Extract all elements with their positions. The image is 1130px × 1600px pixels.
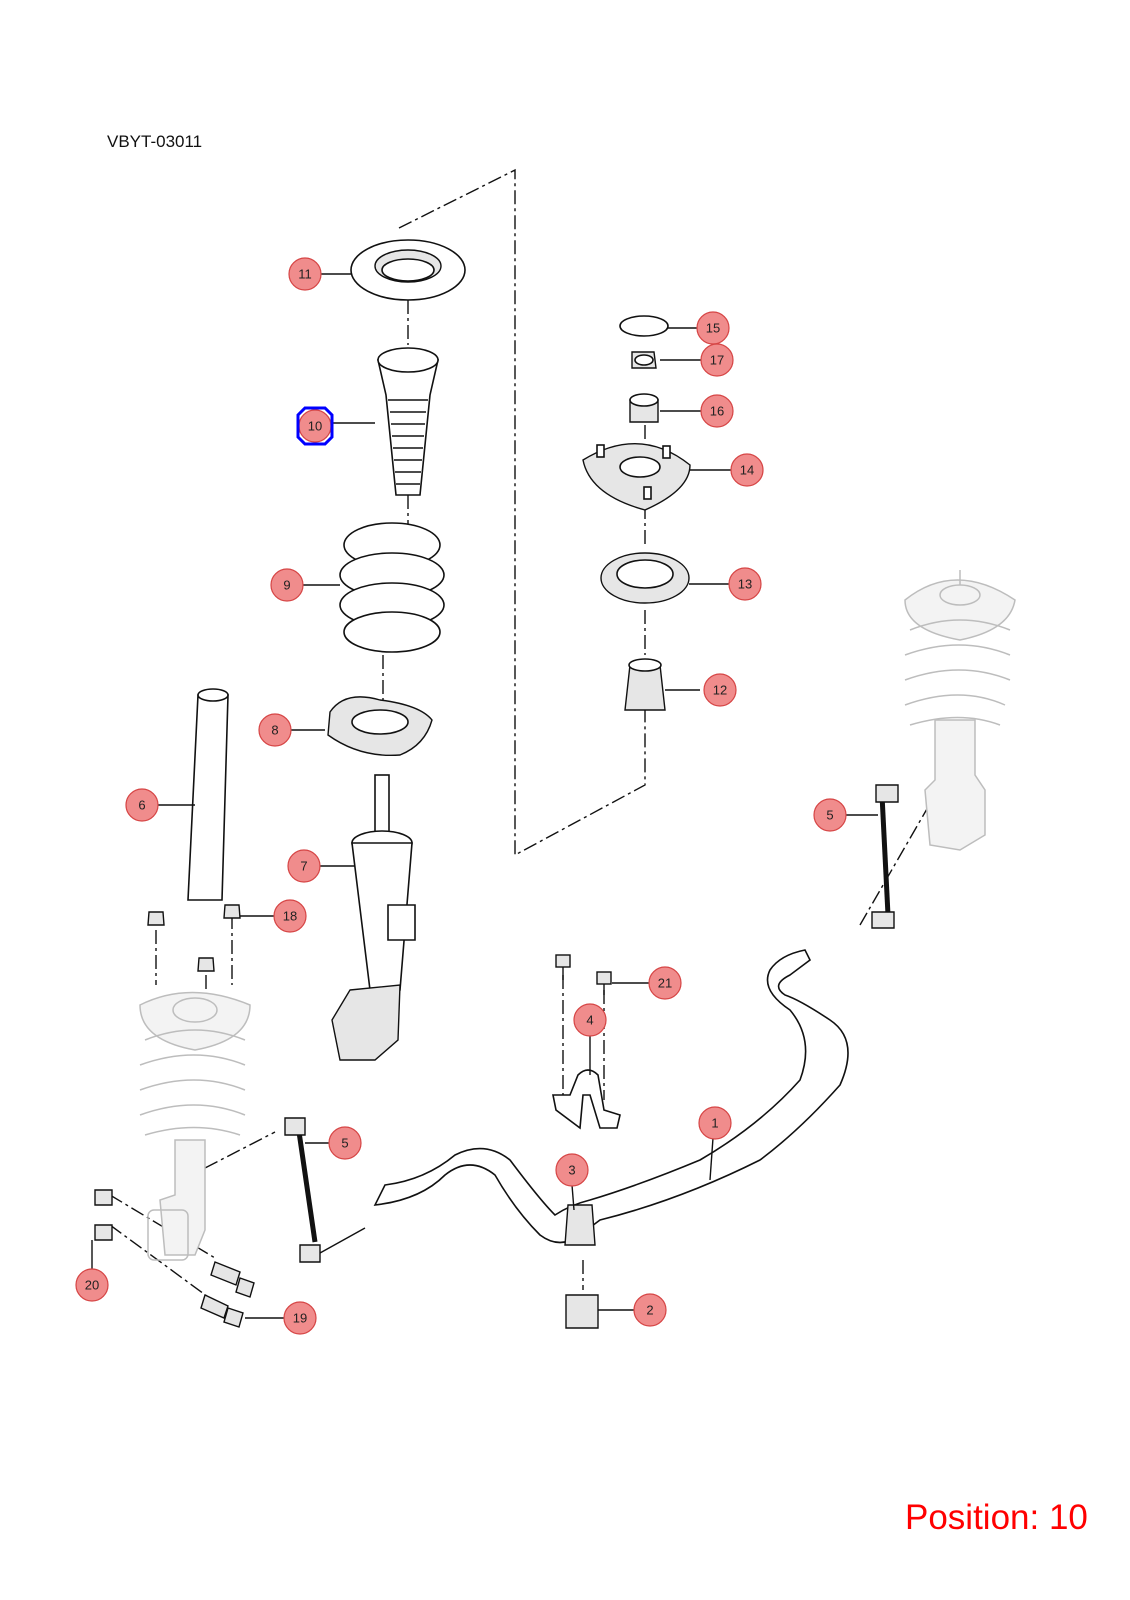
callout-number: 13 (738, 577, 752, 592)
callout-14[interactable]: 14 (730, 453, 764, 487)
callout-number: 14 (740, 463, 754, 478)
callout-number: 18 (283, 909, 297, 924)
cap-part[interactable] (619, 315, 669, 337)
callout-11[interactable]: 11 (288, 257, 322, 291)
callout-circle (698, 1106, 732, 1140)
bump-stop-part[interactable] (624, 658, 666, 711)
strut-mount-part[interactable] (582, 443, 691, 511)
protective-tube-part[interactable] (187, 688, 229, 901)
callout-circle (328, 1126, 362, 1160)
stabilizer-bar-part[interactable] (373, 949, 849, 1244)
knuckle-bolt-parts[interactable] (200, 1261, 255, 1328)
thrust-bearing-part[interactable] (600, 552, 690, 604)
callout-number: 5 (341, 1136, 348, 1151)
spring-lower-seat-part[interactable] (327, 696, 433, 757)
callout-1[interactable]: 1 (698, 1106, 732, 1140)
callout-number: 7 (300, 859, 307, 874)
callout-20[interactable]: 20 (75, 1268, 109, 1302)
callout-circle (700, 343, 734, 377)
ghost-strut-left (139, 991, 251, 1261)
flange-nut-part[interactable] (631, 351, 657, 369)
callout-circle (703, 673, 737, 707)
callout-circle (283, 1301, 317, 1335)
callout-12[interactable]: 12 (703, 673, 737, 707)
callout-number: 2 (646, 1303, 653, 1318)
dust-boot-part[interactable] (376, 347, 440, 496)
callout-number: 20 (85, 1278, 99, 1293)
callout-18[interactable]: 18 (273, 899, 307, 933)
callout-circle (730, 453, 764, 487)
stabilizer-bracket-part[interactable] (552, 1069, 621, 1130)
callout-number: 4 (586, 1013, 593, 1028)
ghost-strut-right (904, 570, 1016, 851)
stabilizer-link-right-part[interactable] (871, 784, 899, 929)
callout-10[interactable]: 10 (298, 409, 332, 443)
callout-circle (75, 1268, 109, 1302)
callout-circle (555, 1153, 589, 1187)
callout-16[interactable]: 16 (700, 394, 734, 428)
callout-circle (125, 788, 159, 822)
callout-21[interactable]: 21 (648, 966, 682, 1000)
callout-circle (258, 713, 292, 747)
callout-6[interactable]: 6 (125, 788, 159, 822)
callout-number: 12 (713, 683, 727, 698)
callout-19[interactable]: 19 (283, 1301, 317, 1335)
callout-3[interactable]: 3 (555, 1153, 589, 1187)
diagram-code: VBYT-03011 (107, 132, 203, 151)
callout-2[interactable]: 2 (633, 1293, 667, 1327)
callout-circle (700, 394, 734, 428)
callout-number: 9 (283, 578, 290, 593)
callout-circle (633, 1293, 667, 1327)
callout-circle (813, 798, 847, 832)
knuckle-nut-parts[interactable] (94, 1189, 113, 1241)
bushing-part[interactable] (629, 393, 659, 423)
callout-number: 1 (711, 1116, 718, 1131)
spring-upper-seat-part[interactable] (350, 239, 466, 301)
callout-number: 8 (271, 723, 278, 738)
callout-5[interactable]: 5 (813, 798, 847, 832)
callout-circle (573, 1003, 607, 1037)
callout-number: 3 (568, 1163, 575, 1178)
callout-number: 19 (293, 1311, 307, 1326)
bracket-bolt-parts[interactable] (555, 954, 612, 995)
callout-number: 21 (658, 976, 672, 991)
selected-callout-outline (296, 406, 334, 446)
callout-number: 10 (308, 419, 322, 434)
coil-spring-part[interactable] (339, 522, 445, 653)
callout-17[interactable]: 17 (700, 343, 734, 377)
strut-nut-parts[interactable] (147, 904, 241, 972)
callout-number: 16 (710, 404, 724, 419)
callout-8[interactable]: 8 (258, 713, 292, 747)
stabilizer-clamp-part[interactable] (565, 1294, 599, 1329)
callout-number: 5 (826, 808, 833, 823)
callout-13[interactable]: 13 (728, 567, 762, 601)
callout-15[interactable]: 15 (696, 311, 730, 345)
callout-circle (287, 849, 321, 883)
stabilizer-link-left-part[interactable] (284, 1117, 366, 1263)
assembly-guides (109, 168, 966, 1303)
callout-number: 6 (138, 798, 145, 813)
callout-circle (728, 567, 762, 601)
callout-circle (648, 966, 682, 1000)
callout-number: 15 (706, 321, 720, 336)
callout-4[interactable]: 4 (573, 1003, 607, 1037)
callout-number: 11 (298, 267, 312, 282)
callout-circle (288, 257, 322, 291)
stabilizer-bushing-part[interactable] (564, 1204, 596, 1246)
callout-number: 17 (710, 353, 724, 368)
shock-absorber-part[interactable] (331, 774, 416, 1061)
position-label: Position: 10 (905, 1498, 1088, 1537)
callout-9[interactable]: 9 (270, 568, 304, 602)
callout-circle (273, 899, 307, 933)
callout-5[interactable]: 5 (328, 1126, 362, 1160)
callout-7[interactable]: 7 (287, 849, 321, 883)
callout-circle (270, 568, 304, 602)
